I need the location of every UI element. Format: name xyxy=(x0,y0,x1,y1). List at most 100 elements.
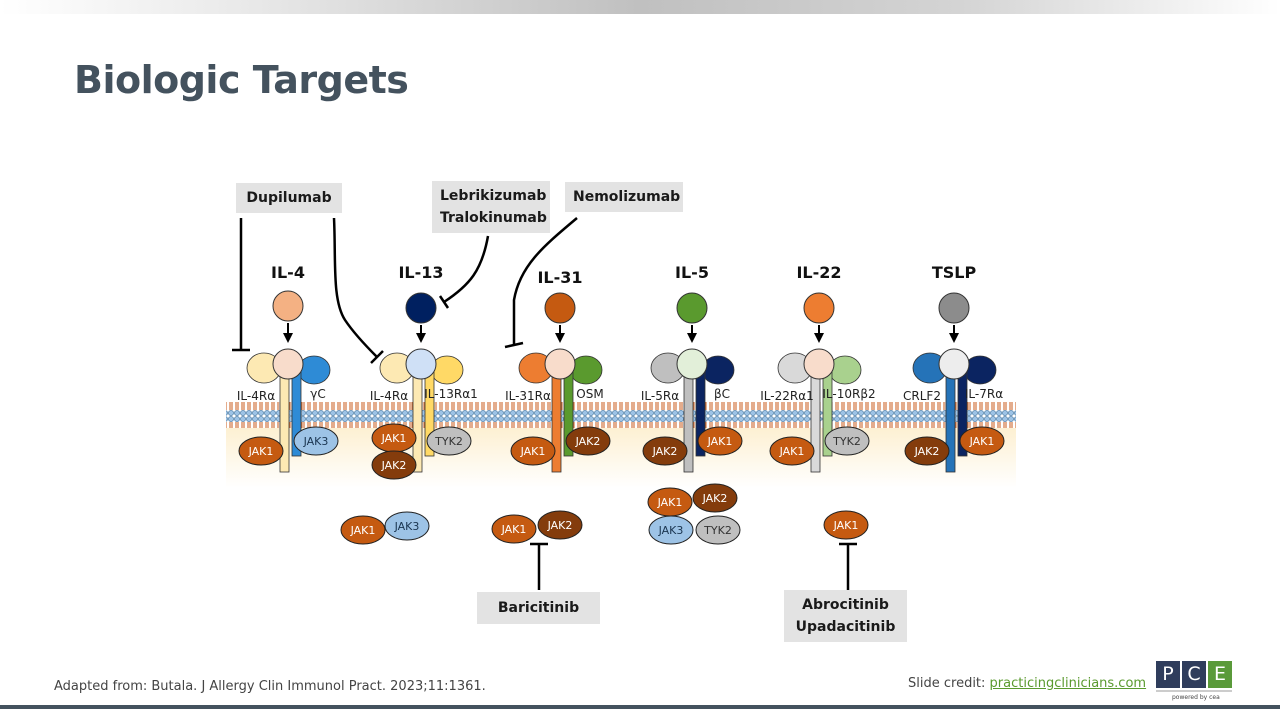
jak-label: JAK2 xyxy=(381,459,407,472)
jak-ellipse xyxy=(426,426,472,456)
dupilumab-line-il13 xyxy=(332,217,378,358)
jak-ellipse xyxy=(384,511,430,541)
receptor-label-right: IL-13Rα1 xyxy=(424,387,478,401)
drug-label-abrocitinib-upadacitinib: Abrocitinib Upadacitinib xyxy=(784,590,907,642)
jak-jak1: JAK1 xyxy=(340,515,386,545)
receptor-label-right: IL-7Rα xyxy=(965,387,1003,401)
jak-label: JAK1 xyxy=(707,435,733,448)
jak-ellipse xyxy=(510,436,556,466)
receptor-stem-left xyxy=(412,371,423,473)
pathway-il-5: IL-5IL-5Rα βC JAK2 JAK1 xyxy=(641,263,743,473)
jak-label: JAK2 xyxy=(914,445,940,458)
drug-label-lebrikizumab-tralokinumab: Lebrikizumab Tralokinumab xyxy=(432,181,550,233)
jak-label: JAK2 xyxy=(547,519,573,532)
logo-divider xyxy=(1156,690,1232,692)
nemolizumab-tbar xyxy=(504,341,524,349)
logo-letter-e: E xyxy=(1208,661,1232,688)
receptor-label-left: IL-22Rα1 xyxy=(760,389,814,403)
pathway-il-4: IL-4IL-4Rα γC JAK1 JAK3 xyxy=(237,263,339,473)
jak-label: JAK1 xyxy=(833,519,859,532)
jak-jak2: JAK2 xyxy=(642,436,688,466)
jak-jak2: JAK2 xyxy=(371,450,417,480)
bound-ligand xyxy=(272,348,304,380)
jak-ellipse xyxy=(769,436,815,466)
jak-jak2: JAK2 xyxy=(565,426,611,456)
jak-jak3: JAK3 xyxy=(293,426,339,456)
cytokine-name: IL-31 xyxy=(537,268,582,287)
jak-ellipse xyxy=(371,450,417,480)
jak-label: JAK1 xyxy=(381,432,407,445)
receptor-label-left: CRLF2 xyxy=(903,389,941,403)
receptor-label-left: IL-31Rα xyxy=(505,389,551,403)
jak-ellipse xyxy=(565,426,611,456)
jak-label: JAK1 xyxy=(969,435,995,448)
jak-label: JAK1 xyxy=(248,445,274,458)
jak-label: JAK3 xyxy=(658,524,684,537)
slide-title: Biologic Targets xyxy=(74,58,409,102)
jak-ellipse xyxy=(692,483,738,513)
drug-lebrikizumab: Lebrikizumab xyxy=(440,188,547,204)
cytokine-ligand xyxy=(938,292,970,324)
dupilumab-tbar-il13 xyxy=(370,350,384,364)
jak-label: JAK3 xyxy=(394,520,420,533)
jak-ellipse xyxy=(959,426,1005,456)
drug-label-baricitinib: Baricitinib xyxy=(477,592,600,624)
jak-label: JAK2 xyxy=(702,492,728,505)
jak-ellipse xyxy=(293,426,339,456)
pce-logo: P C E xyxy=(1156,661,1234,688)
jak-jak3: JAK3 xyxy=(648,515,694,545)
receptor-label-left: IL-4Rα xyxy=(370,389,408,403)
jak-jak1: JAK1 xyxy=(510,436,556,466)
jak-jak1: JAK1 xyxy=(823,510,869,540)
slide-credit-link[interactable]: practicingclinicians.com xyxy=(989,676,1147,691)
jak-jak1: JAK1 xyxy=(769,436,815,466)
jak-label: JAK2 xyxy=(652,445,678,458)
jak-jak1: JAK1 xyxy=(238,436,284,466)
drug-label-dupilumab: Dupilumab xyxy=(236,183,342,213)
jak-jak2: JAK2 xyxy=(692,483,738,513)
cytokine-name: TSLP xyxy=(932,263,977,282)
jak-tyk2: TYK2 xyxy=(695,515,741,545)
cytokine-name: IL-22 xyxy=(796,263,841,282)
jak-jak1: JAK1 xyxy=(647,487,693,517)
receptor-label-left: IL-4Rα xyxy=(237,389,275,403)
jak-ellipse xyxy=(823,510,869,540)
cytokine-name: IL-4 xyxy=(271,263,305,282)
bound-ligand xyxy=(803,348,835,380)
cytokine-name: IL-5 xyxy=(675,263,709,282)
slide-credit: Slide credit: practicingclinicians.com xyxy=(908,676,1146,691)
logo-subtext: powered by cea xyxy=(1172,694,1220,701)
jak-label: JAK1 xyxy=(779,445,805,458)
receptor-label-right: γC xyxy=(310,387,325,401)
jak-jak3: JAK3 xyxy=(384,511,430,541)
jak-jak1: JAK1 xyxy=(959,426,1005,456)
jak-ellipse xyxy=(697,426,743,456)
receptor-label-right: OSM xyxy=(576,387,603,401)
nemolizumab-line xyxy=(512,217,578,345)
jak-label: JAK1 xyxy=(657,496,683,509)
jak-ellipse xyxy=(537,510,583,540)
jak-label: TYK2 xyxy=(703,524,732,537)
drug-abrocitinib: Abrocitinib xyxy=(802,597,889,613)
cytokine-ligand xyxy=(272,290,304,322)
jak-label: JAK3 xyxy=(303,435,329,448)
cytokine-ligand xyxy=(803,292,835,324)
receptor-label-left: IL-5Rα xyxy=(641,389,679,403)
cytokine-ligand xyxy=(405,292,437,324)
receptor-label-right: IL-10Rβ2 xyxy=(822,387,875,401)
jak-jak2: JAK2 xyxy=(537,510,583,540)
jak-ellipse xyxy=(238,436,284,466)
jak-tyk2: TYK2 xyxy=(824,426,870,456)
receptor-label-right: βC xyxy=(714,387,730,401)
jak-jak1: JAK1 xyxy=(491,514,537,544)
jak-label: JAK2 xyxy=(575,435,601,448)
cytoplasm xyxy=(226,428,1016,488)
cell-membrane xyxy=(226,402,1016,428)
bound-ligand xyxy=(405,348,437,380)
jak-label: JAK1 xyxy=(501,523,527,536)
lebrikizumab-line xyxy=(443,235,490,304)
